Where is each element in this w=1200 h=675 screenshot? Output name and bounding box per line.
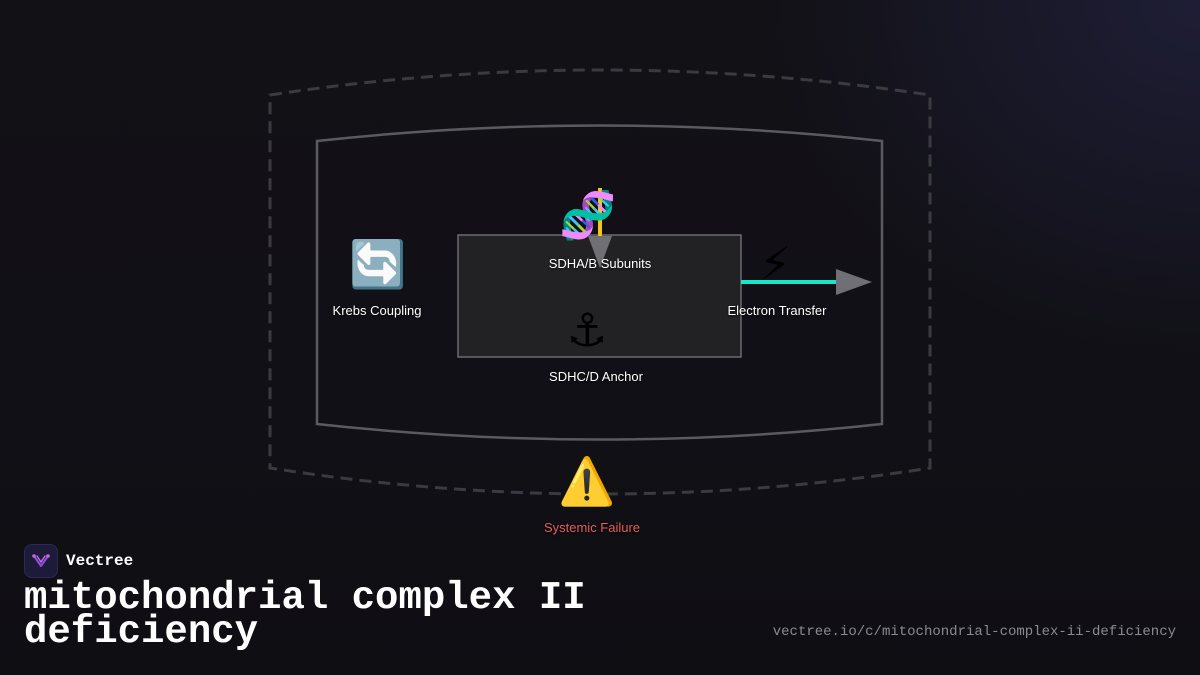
- warning-icon: ⚠️: [558, 454, 616, 508]
- node-label-sdhab: SDHA/B Subunits: [548, 256, 652, 271]
- electron-flow-arrowhead: [836, 269, 872, 295]
- complex-ii-box: [457, 234, 742, 358]
- node-label-failure: Systemic Failure: [543, 520, 641, 535]
- sdhab-arrowhead: [588, 236, 612, 268]
- node-label-sdhcd: SDHC/D Anchor: [549, 369, 643, 384]
- brand: Vectree: [24, 544, 133, 578]
- cycle-arrows-icon: 🔄: [349, 237, 407, 291]
- inner-membrane: [315, 124, 884, 441]
- outer-membrane: [268, 68, 932, 496]
- anchor-icon: ⚓: [566, 303, 608, 357]
- node-label-electron: Electron Transfer: [727, 303, 827, 318]
- node-label-krebs: Krebs Coupling: [332, 303, 422, 318]
- page-title: mitochondrial complex II deficiency: [24, 576, 586, 654]
- brand-name: Vectree: [66, 552, 134, 570]
- page-url: vectree.io/c/mitochondrial-complex-ii-de…: [772, 624, 1176, 640]
- dna-icon: 🧬: [559, 188, 617, 242]
- vectree-logo-icon: [24, 544, 58, 578]
- lightning-icon: ⚡: [758, 237, 792, 291]
